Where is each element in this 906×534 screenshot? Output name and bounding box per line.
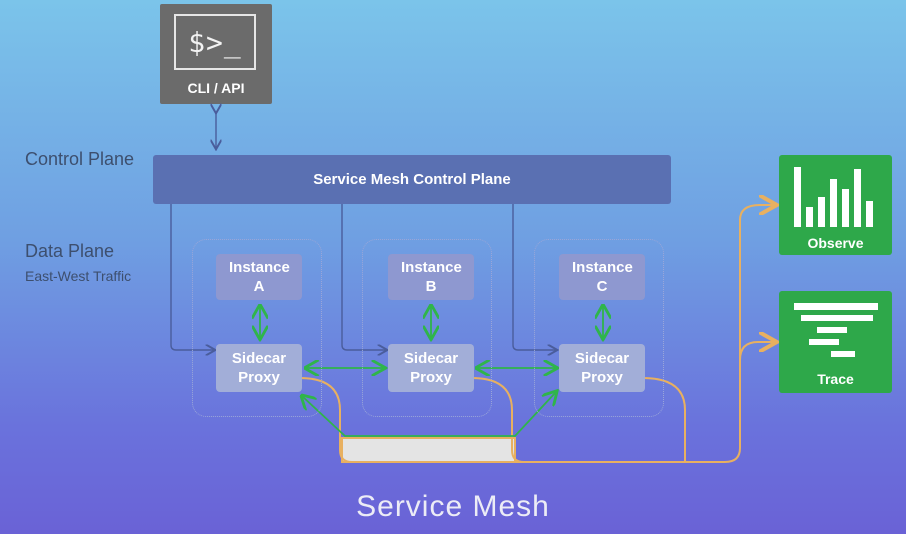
instance-b: Instance B [388, 254, 474, 300]
instance-b-label: Instance B [401, 259, 462, 295]
sidecar-a-label: Sidecar Proxy [231, 350, 287, 386]
trace-path [739, 342, 775, 361]
trace-label: Trace [817, 371, 854, 387]
terminal-icon: $>_ [174, 14, 256, 70]
traffic-channel [341, 437, 516, 463]
instance-group-a [192, 239, 322, 417]
observe-tile: Observe [779, 155, 892, 255]
page-title: Service Mesh [356, 490, 550, 523]
sidecar-a-c-loop [302, 392, 556, 437]
instance-a-label: Instance A [229, 259, 290, 295]
sidecar-b-label: Sidecar Proxy [403, 350, 459, 386]
instance-a: Instance A [216, 254, 302, 300]
sidecar-c-label: Sidecar Proxy [574, 350, 630, 386]
bar-chart-icon [794, 167, 873, 227]
control-line-b [341, 204, 386, 350]
data-plane-label: Data Plane [25, 241, 115, 261]
control-plane-label: Control Plane [25, 149, 135, 169]
sidecar-proxy-c: Sidecar Proxy [559, 344, 645, 392]
trace-tile: Trace [779, 291, 892, 393]
instance-c: Instance C [559, 254, 645, 300]
cli-api-box: $>_ CLI / API [160, 4, 272, 104]
instance-group-c [534, 239, 664, 417]
instance-c-label: Instance C [572, 259, 633, 295]
cli-api-label: CLI / API [187, 80, 245, 96]
control-line-c [512, 204, 556, 350]
control-line-a [170, 204, 214, 350]
control-plane-bar: Service Mesh Control Plane [153, 155, 671, 204]
instance-group-b [362, 239, 492, 417]
east-west-traffic-label: East-West Traffic [25, 268, 132, 284]
sidecar-proxy-a: Sidecar Proxy [216, 344, 302, 392]
trace-icon [794, 303, 878, 357]
observe-label: Observe [807, 235, 864, 251]
egress-path-3 [642, 377, 686, 462]
sidecar-proxy-b: Sidecar Proxy [388, 344, 474, 392]
